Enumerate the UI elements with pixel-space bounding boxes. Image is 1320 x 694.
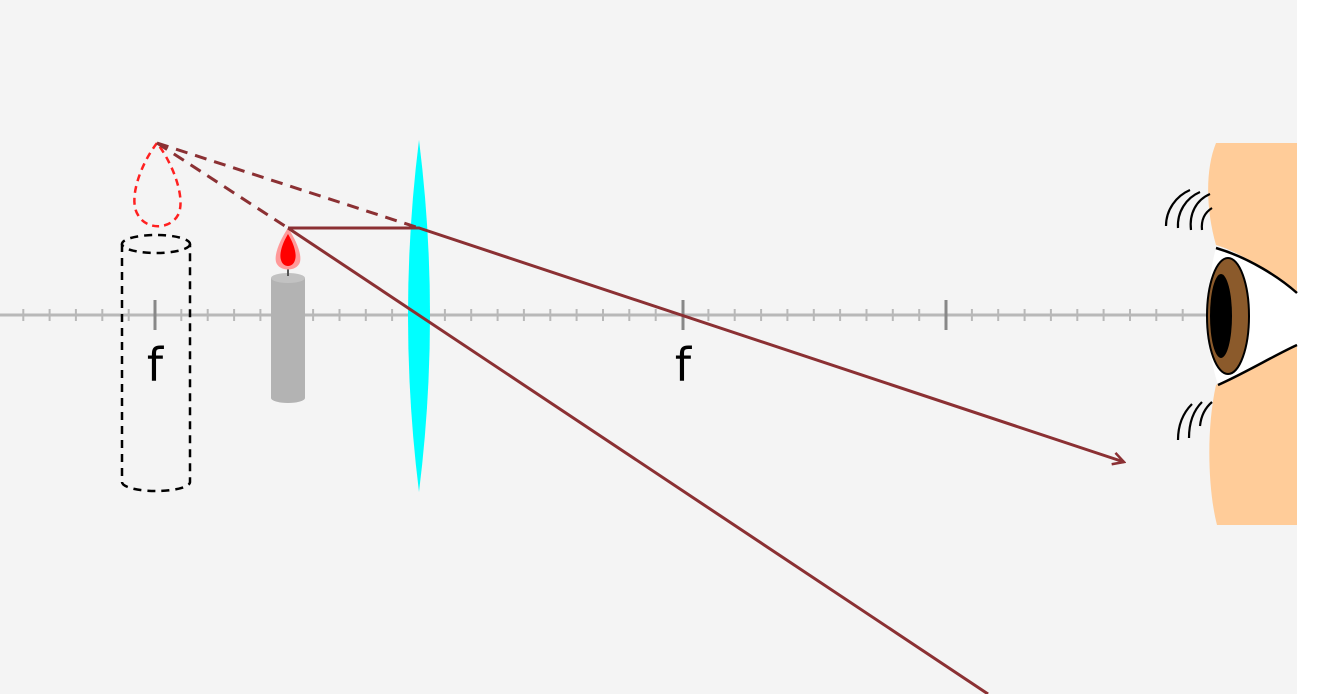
ray-through-lens-center [287, 226, 989, 694]
virtual-candle-top [120, 233, 192, 255]
axis-minor-ticks [22, 309, 1184, 321]
virtual-image-candle [120, 140, 192, 493]
candle-body-top [271, 273, 305, 283]
candle-body [271, 278, 305, 398]
focal-label-left: f [147, 338, 165, 392]
virtual-ray-extensions [156, 141, 420, 230]
candle-body-bottom [271, 393, 305, 403]
candle-flame [280, 234, 296, 266]
ray-parallel-through-focus [288, 226, 1124, 462]
candle-object [271, 228, 305, 403]
lower-eyelid-edge [1217, 343, 1298, 387]
eye-pupil [1210, 274, 1232, 358]
virtual-flame [133, 140, 182, 228]
upper-eyelashes [1164, 188, 1213, 231]
lower-eyelashes [1176, 401, 1213, 441]
lower-eyelid-skin [1209, 345, 1297, 525]
virtual-ray-parallel-extension [156, 141, 420, 230]
observer-eye [1164, 143, 1298, 525]
virtual-ray-central-extension [156, 141, 289, 230]
upper-eyelid-edge [1215, 246, 1298, 294]
real-rays [287, 226, 1124, 694]
upper-eyelid-skin [1208, 143, 1297, 293]
virtual-candle-body [120, 244, 192, 493]
focal-label-right: f [675, 338, 693, 392]
